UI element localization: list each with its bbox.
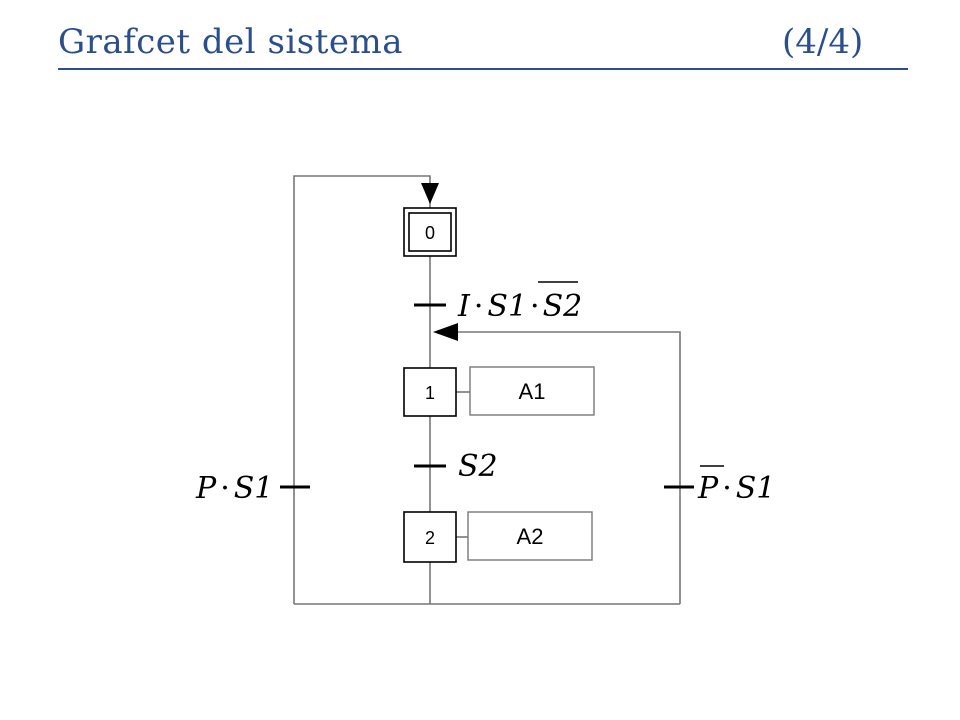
step-1: 1 A1 xyxy=(403,366,595,417)
action-box-a1 xyxy=(469,366,595,416)
step-1-number: 1 xyxy=(425,383,435,403)
link-left-loop xyxy=(293,175,431,604)
link-right-loop xyxy=(458,331,681,604)
transition-bars xyxy=(280,303,694,489)
slide-page-counter: (4/4) xyxy=(782,22,864,62)
action-a2-label: A2 xyxy=(517,524,544,549)
step-2-number: 2 xyxy=(425,528,435,548)
transition-right-condition: P·S1 xyxy=(697,465,775,506)
transition-left-condition: P·S1 xyxy=(195,471,273,506)
svg-text:P·S1: P·S1 xyxy=(697,471,775,506)
transition-t1-condition: S2 xyxy=(458,449,498,484)
step-0: 0 xyxy=(403,207,457,257)
transition-t0-condition: I·S1·S2 xyxy=(457,281,582,324)
arrow-down-icon xyxy=(421,183,439,204)
slide-title: Grafcet del sistema xyxy=(58,22,404,62)
grafcet-links xyxy=(293,175,681,605)
action-box-a2 xyxy=(467,511,593,561)
step-2: 2 A2 xyxy=(403,511,593,563)
arrow-left-icon xyxy=(433,323,458,341)
step-0-number: 0 xyxy=(425,223,435,243)
action-a1-label: A1 xyxy=(519,379,546,404)
title-underline xyxy=(58,68,908,70)
svg-text:I·S1·S2: I·S1·S2 xyxy=(457,289,582,324)
